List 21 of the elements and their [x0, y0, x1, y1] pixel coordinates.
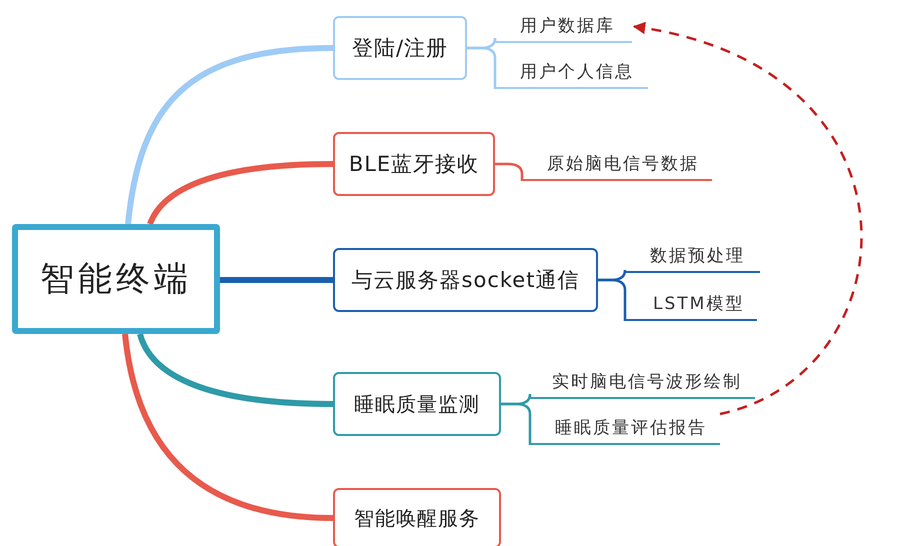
topic-box: 睡眠质量监测 [333, 372, 501, 436]
central-topic-box: 智能终端 [12, 224, 220, 334]
branch-line [467, 46, 496, 89]
topic-box: 与云服务器socket通信 [333, 248, 598, 312]
topic-box: 登陆/注册 [333, 16, 467, 80]
topic-box: 智能唤醒服务 [333, 488, 501, 546]
branch-line [598, 278, 626, 321]
branch-line [137, 333, 334, 407]
topic-label: 数据预处理 [625, 240, 760, 273]
topic-label: 原始脑电信号数据 [522, 148, 712, 181]
branch-line [501, 402, 532, 445]
branch-line [122, 334, 334, 521]
topic-label: 睡眠质量评估报告 [530, 412, 720, 445]
branch-line [147, 161, 334, 226]
branch-line [125, 45, 334, 224]
branch-line [220, 277, 333, 283]
topic-label: 用户个人信息 [495, 56, 648, 89]
topic-label: 实时脑电信号波形绘制 [530, 366, 755, 399]
topic-label: 用户数据库 [495, 10, 632, 43]
topic-label: LSTM模型 [625, 288, 757, 321]
topic-box: BLE蓝牙接收 [333, 132, 495, 196]
